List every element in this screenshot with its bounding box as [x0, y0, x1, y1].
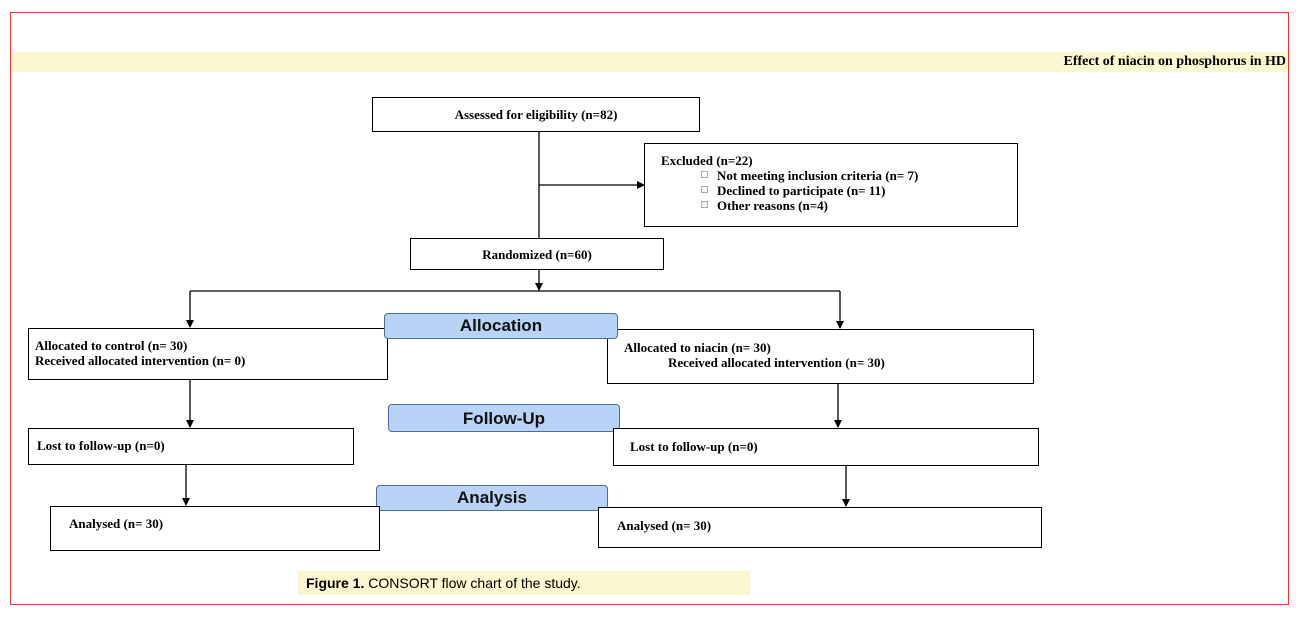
analysed-right-box: Analysed (n= 30): [598, 507, 1042, 548]
excluded-item: Other reasons (n=4): [661, 198, 1017, 213]
header-band: [12, 52, 1287, 72]
lost-right-text: Lost to follow-up (n=0): [630, 439, 758, 454]
excluded-item: Declined to participate (n= 11): [661, 183, 1017, 198]
lost-left-text: Lost to follow-up (n=0): [37, 438, 165, 453]
caption-text: CONSORT flow chart of the study.: [364, 575, 581, 591]
checkbox-bullet-icon: [701, 201, 708, 208]
checkbox-bullet-icon: [701, 171, 708, 178]
assessed-box: Assessed for eligibility (n=82): [372, 97, 700, 132]
randomized-box: Randomized (n=60): [410, 238, 664, 270]
lost-right-box: Lost to follow-up (n=0): [613, 428, 1039, 466]
stage-followup: Follow-Up: [388, 404, 620, 432]
analysed-right-text: Analysed (n= 30): [617, 518, 712, 533]
excluded-title: Excluded (n=22): [661, 153, 753, 168]
assessed-text: Assessed for eligibility (n=82): [454, 107, 618, 122]
niacin-line1: Allocated to niacin (n= 30): [624, 340, 771, 355]
caption-label: Figure 1.: [306, 575, 365, 591]
checkbox-bullet-icon: [701, 186, 708, 193]
control-box: Allocated to control (n= 30) Received al…: [28, 328, 388, 380]
niacin-line2: Received allocated intervention (n= 30): [668, 355, 885, 370]
figure-caption: Figure 1. CONSORT flow chart of the stud…: [298, 571, 750, 595]
excluded-item: Not meeting inclusion criteria (n= 7): [661, 168, 1017, 183]
excluded-box: Excluded (n=22) Not meeting inclusion cr…: [644, 143, 1018, 227]
figure-frame: [10, 12, 1289, 605]
stage-analysis: Analysis: [376, 485, 608, 511]
analysed-left-box: Analysed (n= 30): [50, 506, 380, 551]
stage-allocation: Allocation: [384, 313, 618, 339]
analysed-left-text: Analysed (n= 30): [69, 516, 164, 531]
lost-left-box: Lost to follow-up (n=0): [28, 428, 354, 465]
randomized-text: Randomized (n=60): [482, 247, 592, 262]
niacin-box: Allocated to niacin (n= 30) Received all…: [607, 329, 1034, 384]
control-line2: Received allocated intervention (n= 0): [35, 353, 246, 368]
control-line1: Allocated to control (n= 30): [35, 338, 188, 353]
header-title: Effect of niacin on phosphorus in HD: [1063, 54, 1286, 69]
